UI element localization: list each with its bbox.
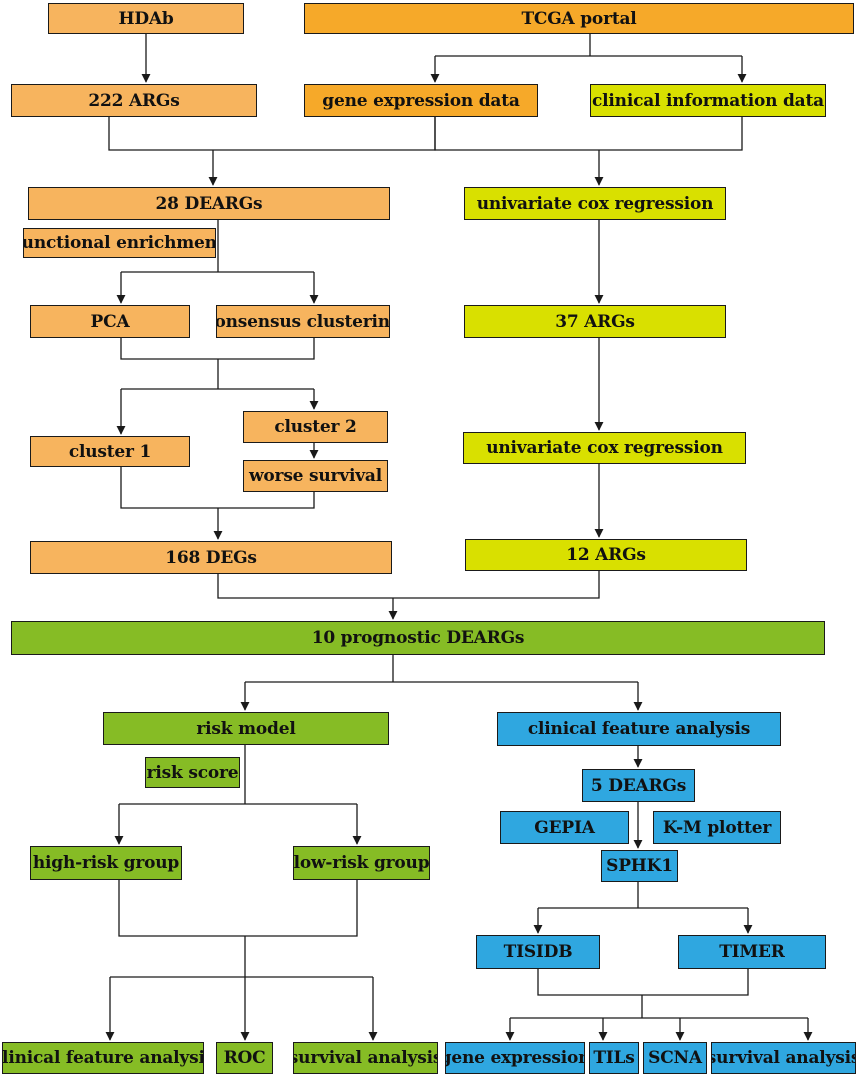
node-survival-analysis-left: survival analysis xyxy=(293,1042,438,1074)
node-univariate-cox-regression-2: univariate cox regression xyxy=(463,432,746,464)
node-tcga-portal: TCGA portal xyxy=(304,3,854,34)
node-28-deargs: 28 DEARGs xyxy=(28,187,390,220)
node-km-plotter: K-M plotter xyxy=(653,811,781,844)
node-survival-analysis-right: survival analysis xyxy=(711,1042,856,1074)
node-cluster-1: cluster 1 xyxy=(30,436,190,467)
node-37-args: 37 ARGs xyxy=(464,305,726,338)
node-consensus-clustering: consensus clustering xyxy=(216,305,390,338)
node-worse-survival: worse survival xyxy=(243,460,388,492)
node-high-risk-group: high-risk group xyxy=(30,846,182,880)
node-12-args: 12 ARGs xyxy=(465,539,747,571)
node-clinical-feature-analysis-bottom: clinical feature analysis xyxy=(2,1042,204,1074)
node-gene-expression-data: gene expression data xyxy=(304,84,538,117)
node-univariate-cox-regression-1: univariate cox regression xyxy=(464,187,726,220)
node-10-prognostic-deargs: 10 prognostic DEARGs xyxy=(11,621,825,655)
node-timer: TIMER xyxy=(678,935,826,969)
node-gene-expression: gene expression xyxy=(445,1042,585,1074)
node-sphk1: SPHK1 xyxy=(601,850,678,882)
node-low-risk-group: low-risk group xyxy=(293,846,430,880)
node-risk-model: risk model xyxy=(103,712,389,745)
node-risk-score: risk score xyxy=(145,757,240,788)
node-pca: PCA xyxy=(30,305,190,338)
node-222-args: 222 ARGs xyxy=(11,84,257,117)
node-clinical-feature-analysis-top: clinical feature analysis xyxy=(497,712,781,746)
node-tils: TILs xyxy=(589,1042,639,1074)
node-scna: SCNA xyxy=(643,1042,707,1074)
node-168-degs: 168 DEGs xyxy=(30,541,392,574)
node-clinical-information-data: clinical information data xyxy=(590,84,826,117)
node-roc: ROC xyxy=(216,1042,273,1074)
node-cluster-2: cluster 2 xyxy=(243,411,388,443)
node-tisidb: TISIDB xyxy=(476,935,600,969)
node-gepia: GEPIA xyxy=(500,811,629,844)
node-functional-enrichment: functional enrichment xyxy=(23,228,216,258)
node-hdab: HDAb xyxy=(48,3,244,34)
node-5-deargs: 5 DEARGs xyxy=(582,769,695,802)
